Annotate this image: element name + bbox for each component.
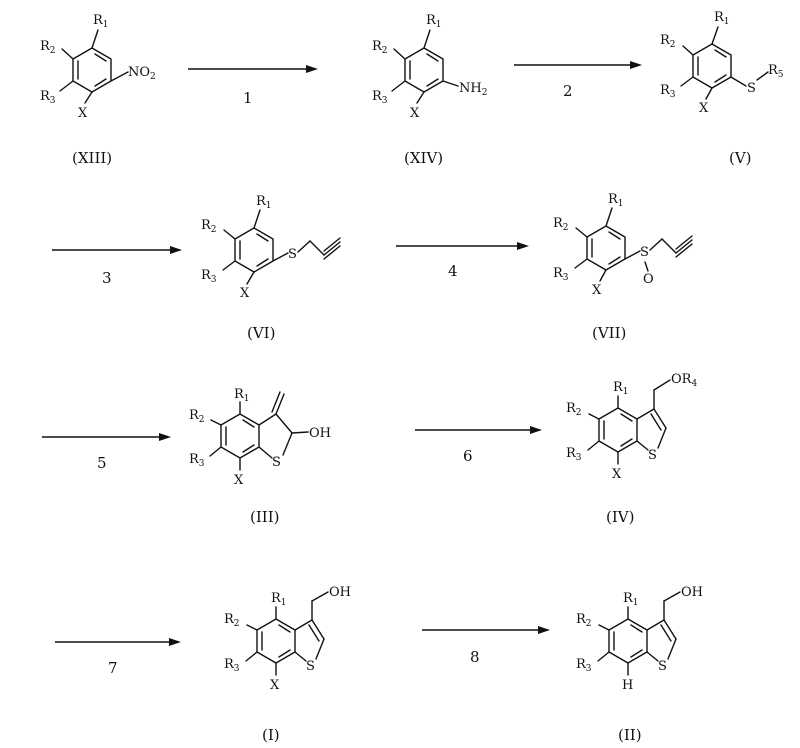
r2-label: R2 xyxy=(566,401,582,418)
step-label-7: 7 xyxy=(108,659,118,677)
r2-label: R2 xyxy=(660,33,676,50)
reaction-arrow-8: 8 xyxy=(422,626,550,666)
sulfur-label: S xyxy=(648,448,657,463)
r2-label: R2 xyxy=(576,612,592,629)
step-label-1: 1 xyxy=(243,89,253,107)
r5-label: R5 xyxy=(768,63,784,80)
step-label-5: 5 xyxy=(97,454,107,472)
r2-label: R2 xyxy=(189,408,205,425)
x-label: X xyxy=(410,106,420,121)
x-label: X xyxy=(270,678,280,693)
compound-label-iii: (III) xyxy=(250,508,279,526)
reaction-arrow-4: 4 xyxy=(396,242,529,280)
sulfur-label: S xyxy=(640,245,649,260)
compound-xiii: R1 R2 R3 X NO2 (XIII) xyxy=(40,13,156,167)
r2-label: R2 xyxy=(40,39,56,56)
reaction-arrow-3: 3 xyxy=(52,246,182,287)
sulfur-label: S xyxy=(658,659,667,674)
r3-label: R3 xyxy=(40,89,56,106)
compound-label-vii: (VII) xyxy=(592,324,626,342)
reaction-arrow-5: 5 xyxy=(42,433,171,472)
r3-label: R3 xyxy=(660,83,676,100)
step-label-2: 2 xyxy=(563,82,573,100)
hydroxyl-label: OH xyxy=(329,585,351,600)
sulfur-label: S xyxy=(747,81,756,96)
r1-label: R1 xyxy=(426,13,442,30)
compound-label-ii: (II) xyxy=(618,726,642,744)
sulfur-label: S xyxy=(288,247,297,262)
x-label: X xyxy=(78,106,88,121)
step-label-8: 8 xyxy=(470,648,480,666)
compound-label-iv: (IV) xyxy=(606,508,634,526)
r2-label: R2 xyxy=(201,218,217,235)
sulfur-label: S xyxy=(306,659,315,674)
r1-label: R1 xyxy=(93,13,109,30)
reaction-arrow-2: 2 xyxy=(514,61,642,100)
or4-label: OR4 xyxy=(671,372,697,389)
r1-label: R1 xyxy=(714,10,730,27)
compound-ii: R1 R2 R3 H S OH (II) xyxy=(576,585,703,744)
r1-label: R1 xyxy=(608,192,624,209)
r3-label: R3 xyxy=(372,89,388,106)
compound-i: R1 R2 R3 X S OH (I) xyxy=(224,585,351,744)
r3-label: R3 xyxy=(201,268,217,285)
hydrogen-label: H xyxy=(622,678,633,693)
compound-vii: R1 R2 R3 X S O (VII) xyxy=(553,192,693,342)
hydroxyl-label: OH xyxy=(681,585,703,600)
r2-label: R2 xyxy=(553,216,569,233)
compound-v: R1 R2 R3 X S R5 (V) xyxy=(660,10,784,167)
r2-label: R2 xyxy=(224,612,240,629)
reaction-arrow-7: 7 xyxy=(55,638,181,677)
step-label-4: 4 xyxy=(448,262,458,280)
compound-label-i: (I) xyxy=(262,726,280,744)
compound-iii: R1 R2 R3 X S OH (III) xyxy=(189,387,331,526)
r3-label: R3 xyxy=(553,266,569,283)
r1-label: R1 xyxy=(623,591,639,608)
x-label: X xyxy=(592,283,602,298)
oxygen-label: O xyxy=(643,272,654,287)
compound-xiv: R1 R2 R3 X NH2 (XIV) xyxy=(372,13,487,167)
r3-label: R3 xyxy=(189,452,205,469)
x-label: X xyxy=(612,467,622,482)
r1-label: R1 xyxy=(613,380,629,397)
r1-label: R1 xyxy=(271,591,287,608)
compound-iv: R1 R2 R3 X S OR4 (IV) xyxy=(566,372,697,526)
step-label-6: 6 xyxy=(463,447,473,465)
r2-label: R2 xyxy=(372,39,388,56)
hydroxyl-label: OH xyxy=(309,426,331,441)
r3-label: R3 xyxy=(566,446,582,463)
compound-label-xiii: (XIII) xyxy=(72,149,112,167)
x-label: X xyxy=(240,286,250,301)
amino-label: NH2 xyxy=(459,81,487,98)
sulfur-label: S xyxy=(272,455,281,470)
compound-label-xiv: (XIV) xyxy=(404,149,443,167)
compound-label-v: (V) xyxy=(729,149,752,167)
reaction-arrow-1: 1 xyxy=(188,65,318,107)
step-label-3: 3 xyxy=(102,269,112,287)
r3-label: R3 xyxy=(224,657,240,674)
compound-vi: R1 R2 R3 X S (VI) xyxy=(201,194,341,342)
compound-label-vi: (VI) xyxy=(247,324,275,342)
x-label: X xyxy=(699,101,709,116)
reaction-arrow-6: 6 xyxy=(415,426,542,465)
r1-label: R1 xyxy=(234,387,250,404)
r1-label: R1 xyxy=(256,194,272,211)
r3-label: R3 xyxy=(576,657,592,674)
nitro-label: NO2 xyxy=(128,65,156,82)
x-label: X xyxy=(234,473,244,488)
